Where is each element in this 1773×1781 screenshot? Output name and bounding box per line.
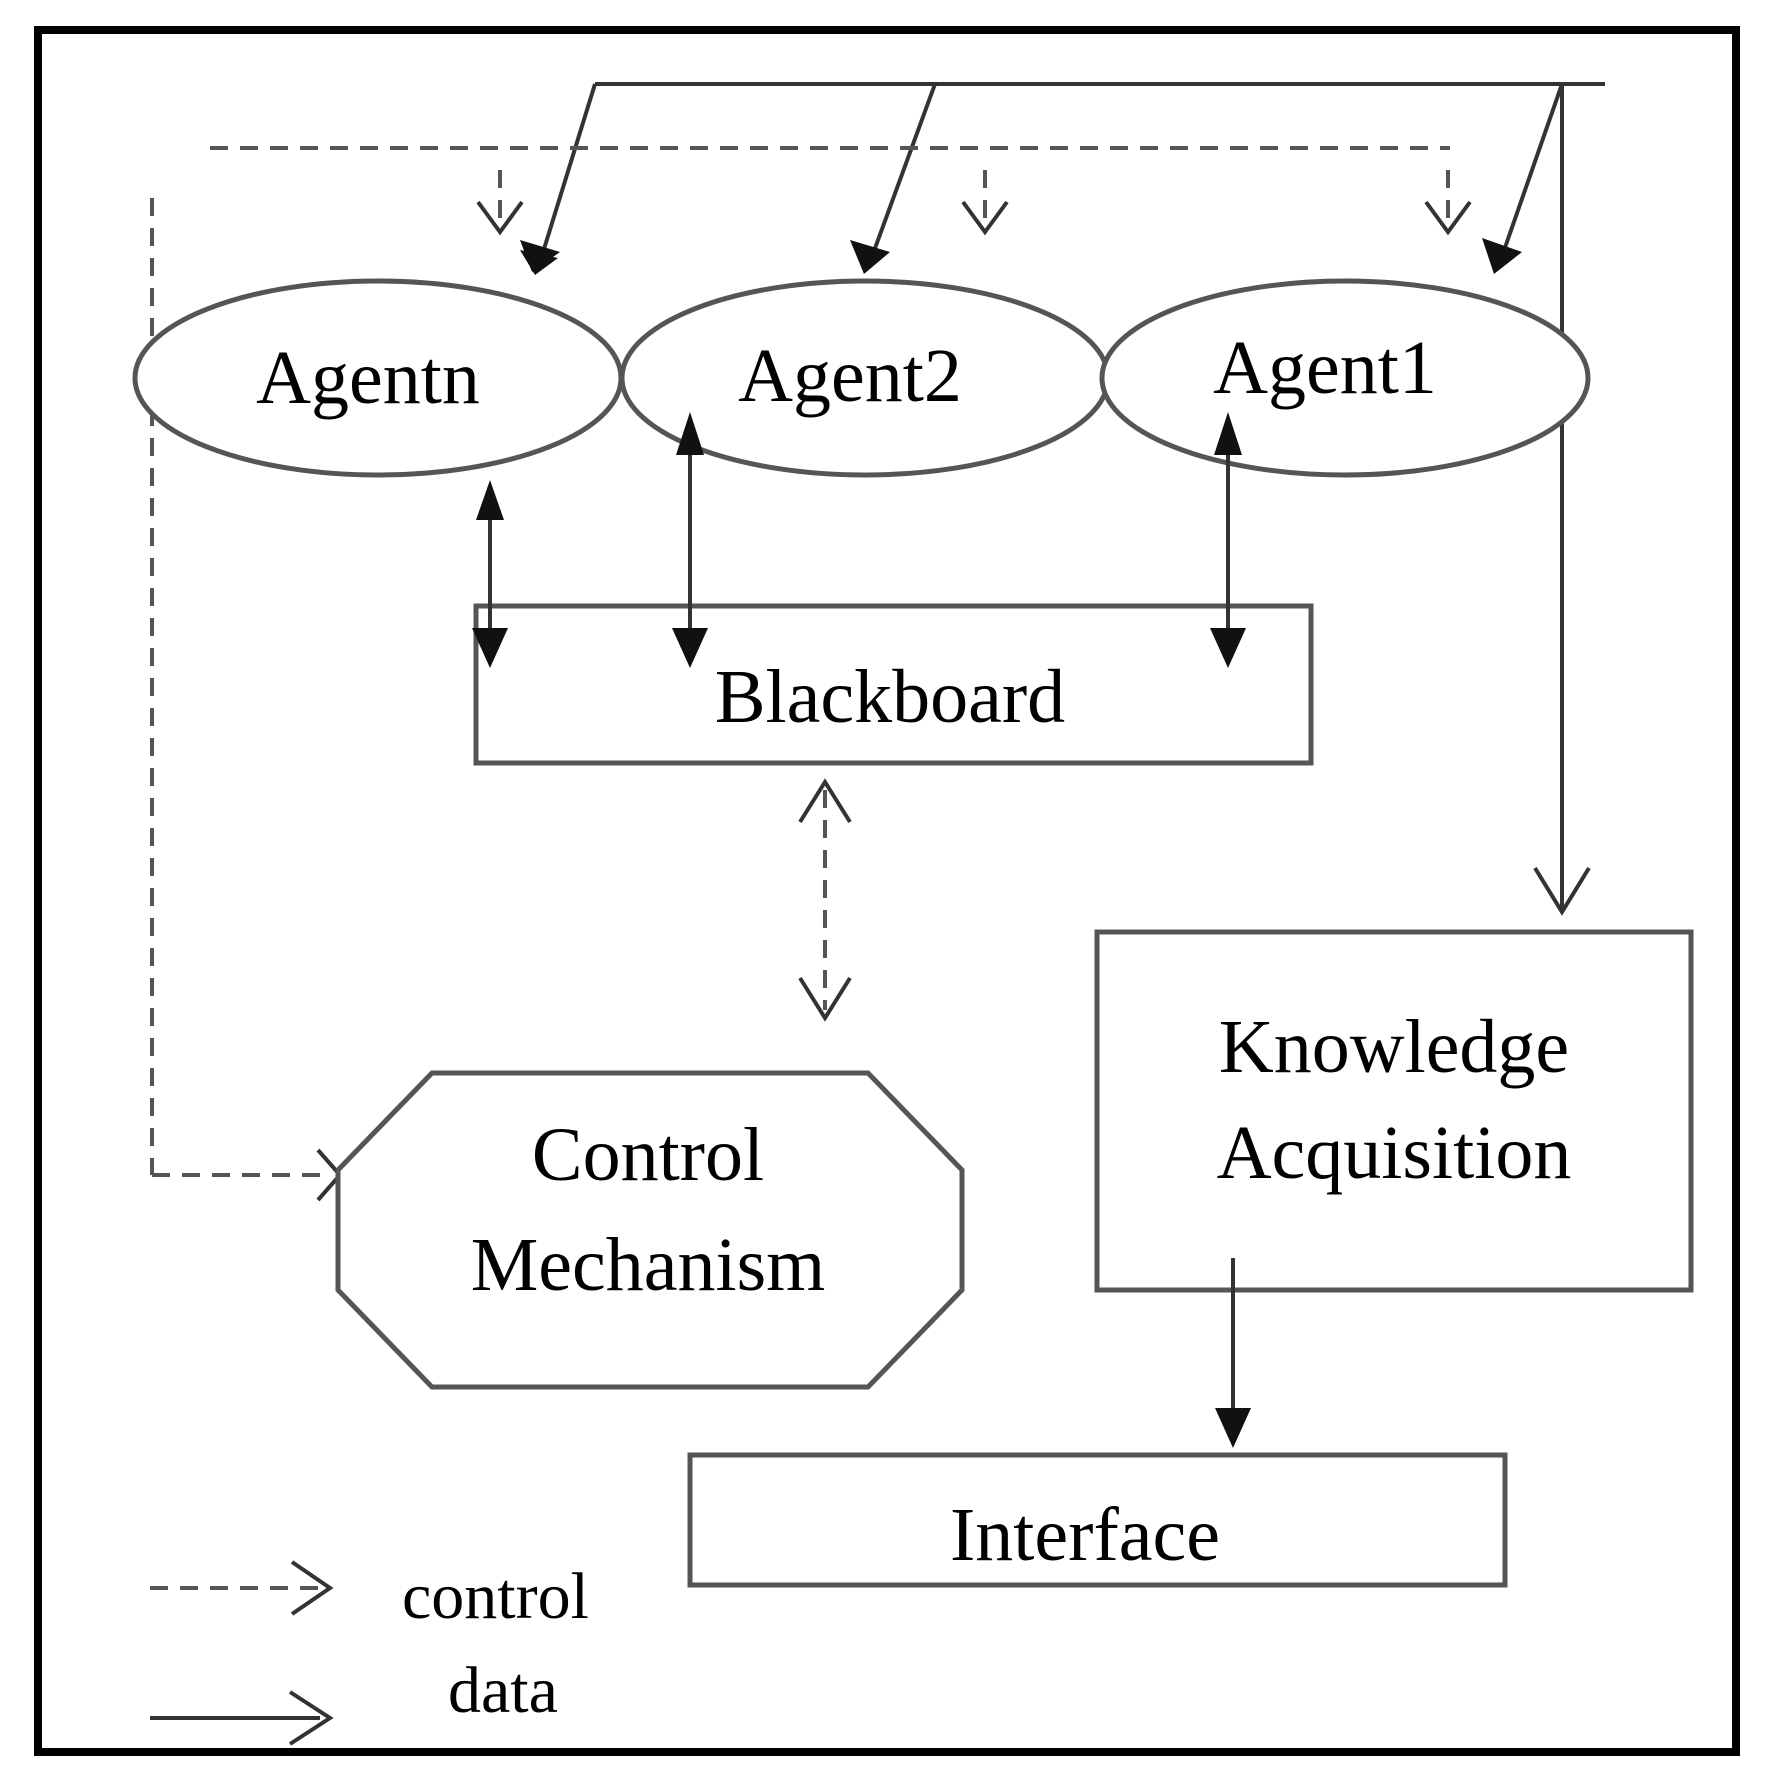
agent-1-label: Agent1 [1213, 326, 1437, 410]
agent-2-label: Agent2 [738, 334, 962, 418]
legend-control-label: control [402, 1560, 589, 1633]
control-mechanism-label-line1: Control [532, 1113, 764, 1197]
legend-control: control [150, 1560, 589, 1633]
blackboard-label: Blackboard [715, 655, 1065, 739]
control-mechanism-node: Control Mechanism [335, 1070, 965, 1390]
legend: control data [150, 1560, 589, 1746]
control-mechanism-label-line2: Mechanism [471, 1223, 826, 1307]
agent-n-node: Agentn [132, 278, 624, 478]
agent-blackboard-links [472, 412, 1246, 668]
interface-node: Interface [687, 1452, 1508, 1588]
knowledge-acquisition-label-line1: Knowledge [1219, 1005, 1569, 1089]
blackboard-control-link [798, 778, 852, 1022]
legend-data: data [150, 1654, 558, 1746]
data-bus-to-agents [520, 82, 1605, 916]
ka-interface-link [1215, 1258, 1251, 1448]
knowledge-acquisition-label-line2: Acquisition [1217, 1111, 1572, 1195]
agent-1-node: Agent1 [1099, 278, 1591, 478]
outer-frame [34, 26, 1740, 1756]
blackboard-node: Blackboard [473, 603, 1314, 766]
legend-data-label: data [448, 1654, 558, 1727]
agent-2-node: Agent2 [619, 278, 1111, 478]
agent-n-label: Agentn [256, 336, 480, 420]
interface-label: Interface [950, 1493, 1220, 1577]
knowledge-acquisition-node: Knowledge Acquisition [1094, 929, 1694, 1293]
